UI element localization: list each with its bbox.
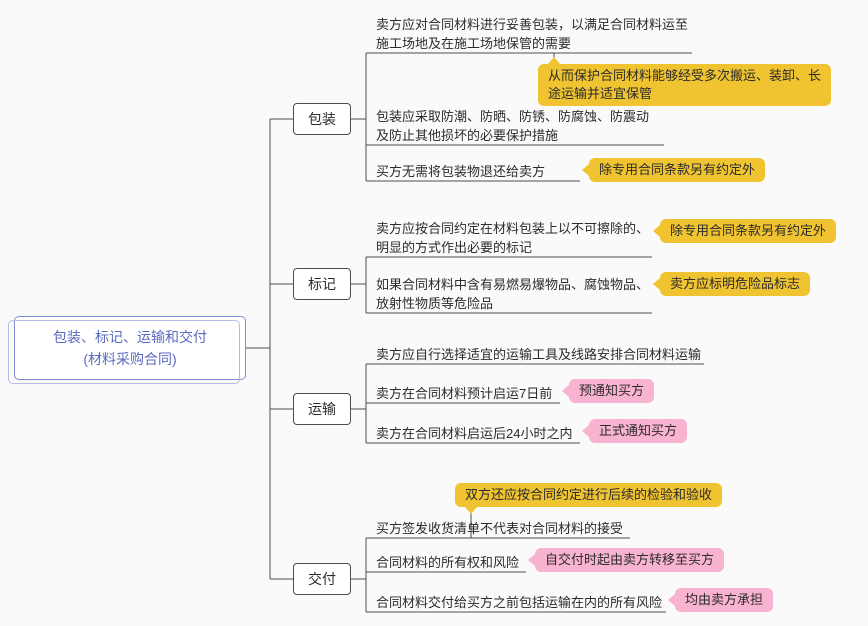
callout-marking-2[interactable]: 卖方应标明危险品标志 [660,272,811,296]
callout-transport-3[interactable]: 正式通知买方 [589,419,688,443]
leaf-marking-2[interactable]: 如果合同材料中含有易燃易爆物品、腐蚀物品、 放射性物质等危险品 [376,277,650,311]
callout-delivery-3[interactable]: 均由卖方承担 [675,588,774,612]
branch-delivery[interactable]: 交付 [293,563,351,595]
leaf-marking-1[interactable]: 卖方应按合同约定在材料包装上以不可擦除的、 明显的方式作出必要的标记 [376,221,650,255]
callout-packaging-3[interactable]: 除专用合同条款另有约定外 [589,158,766,182]
branch-marking[interactable]: 标记 [293,268,351,300]
leaf-packaging-3[interactable]: 买方无需将包装物退还给卖方 [376,164,546,179]
leaf-delivery-3[interactable]: 合同材料交付给买方之前包括运输在内的所有风险 [376,595,663,610]
callout-marking-1[interactable]: 除专用合同条款另有约定外 [660,219,837,243]
leaf-transport-1[interactable]: 卖方应自行选择适宜的运输工具及线路安排合同材料运输 [376,347,702,362]
root-topic-title: 包装、标记、运输和交付 [53,329,207,345]
root-topic[interactable]: 包装、标记、运输和交付 (材料采购合同) [8,316,246,384]
branch-packaging[interactable]: 包装 [293,103,351,135]
leaf-transport-3[interactable]: 卖方在合同材料启运后24小时之内 [376,426,573,441]
leaf-delivery-1[interactable]: 买方签发收货清单不代表对合同材料的接受 [376,521,624,536]
leaf-delivery-2[interactable]: 合同材料的所有权和风险 [376,555,520,570]
leaf-packaging-1[interactable]: 卖方应对合同材料进行妥善包装，以满足合同材料运至 施工场地及在施工场地保管的需要 [376,17,689,51]
callout-delivery-1[interactable]: 双方还应按合同约定进行后续的检验和验收 [455,483,723,514]
callout-packaging-1[interactable]: 从而保护合同材料能够经受多次搬运、装卸、长 途运输并适宜保管 [538,57,832,106]
root-topic-subtitle: (材料采购合同) [83,351,177,367]
leaf-transport-2[interactable]: 卖方在合同材料预计启运7日前 [376,386,553,401]
leaf-packaging-2[interactable]: 包装应采取防潮、防晒、防锈、防腐蚀、防震动 及防止其他损坏的必要保护措施 [376,109,650,143]
callout-transport-2[interactable]: 预通知买方 [569,379,655,403]
branch-transport[interactable]: 运输 [293,393,351,425]
callout-delivery-2[interactable]: 自交付时起由卖方转移至买方 [535,548,725,572]
